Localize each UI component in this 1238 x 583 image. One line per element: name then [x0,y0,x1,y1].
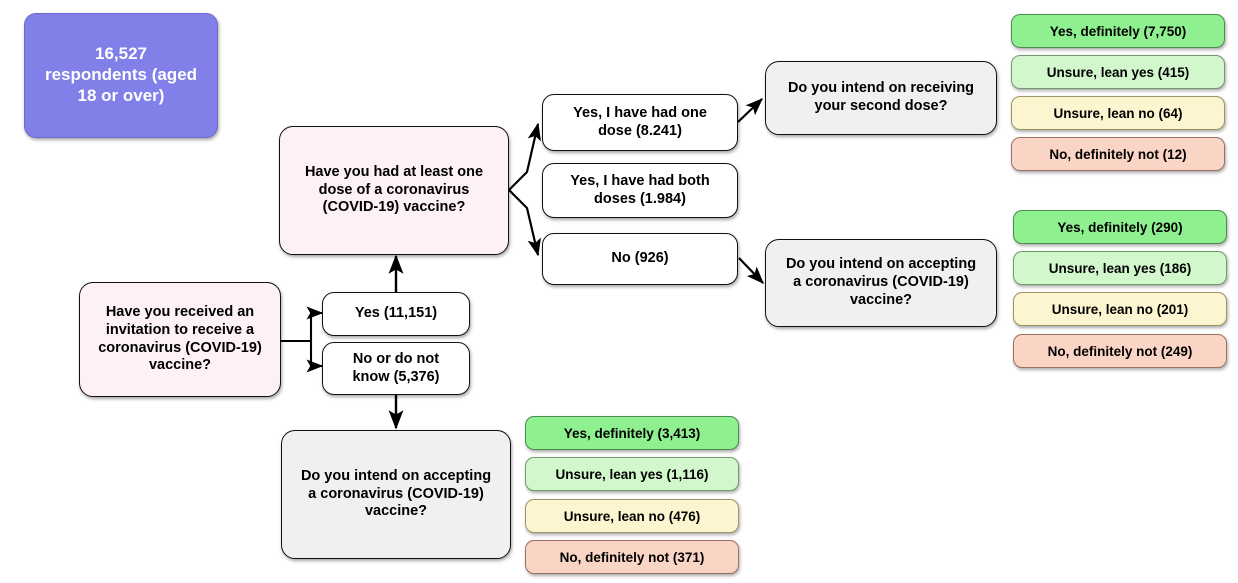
question-intend-accepting-invited: Do you intend on accepting a coronavirus… [765,239,997,327]
outcome-chip-unsure-lean-no: Unsure, lean no (201) [1013,292,1227,326]
edge-invitation-to-yes [281,306,324,343]
edge-dose-question-to-one-dose [508,122,542,191]
answer-no-dose: No (926) [542,233,738,285]
answer-one-dose: Yes, I have had one dose (8.241) [542,94,738,151]
outcome-chip-no-definitely-not: No, definitely not (12) [1011,137,1225,171]
total-respondents-box: 16,527 respondents (aged 18 or over) [24,13,218,138]
outcome-chip-yes-definitely: Yes, definitely (7,750) [1011,14,1225,48]
outcome-chip-unsure-lean-yes: Unsure, lean yes (415) [1011,55,1225,89]
edge-invitation-to-no [281,339,324,373]
question-at-least-one-dose: Have you had at least one dose of a coro… [279,126,509,255]
answer-invitation-no-or-unknown: No or do not know (5,376) [322,342,470,395]
outcome-chip-unsure-lean-yes: Unsure, lean yes (186) [1013,251,1227,285]
outcome-chip-yes-definitely: Yes, definitely (3,413) [525,416,739,450]
question-invitation-received: Have you received an invitation to recei… [79,282,281,397]
edge-no-dose-to-accept-question [738,257,764,284]
outcome-chip-unsure-lean-yes: Unsure, lean yes (1,116) [525,457,739,491]
question-intend-accepting-not-invited: Do you intend on accepting a coronavirus… [281,430,511,559]
outcome-chip-unsure-lean-no: Unsure, lean no (64) [1011,96,1225,130]
answer-both-doses: Yes, I have had both doses (1.984) [542,163,738,218]
question-intend-second-dose: Do you intend on receiving your second d… [765,61,997,135]
outcome-chip-yes-definitely: Yes, definitely (290) [1013,210,1227,244]
outcome-chip-no-definitely-not: No, definitely not (249) [1013,334,1227,368]
outcome-chip-unsure-lean-no: Unsure, lean no (476) [525,499,739,533]
edge-one-dose-to-second-dose-question [737,98,763,123]
answer-invitation-yes: Yes (11,151) [322,292,470,336]
outcome-chip-no-definitely-not: No, definitely not (371) [525,540,739,574]
edge-dose-question-to-no [508,189,541,257]
